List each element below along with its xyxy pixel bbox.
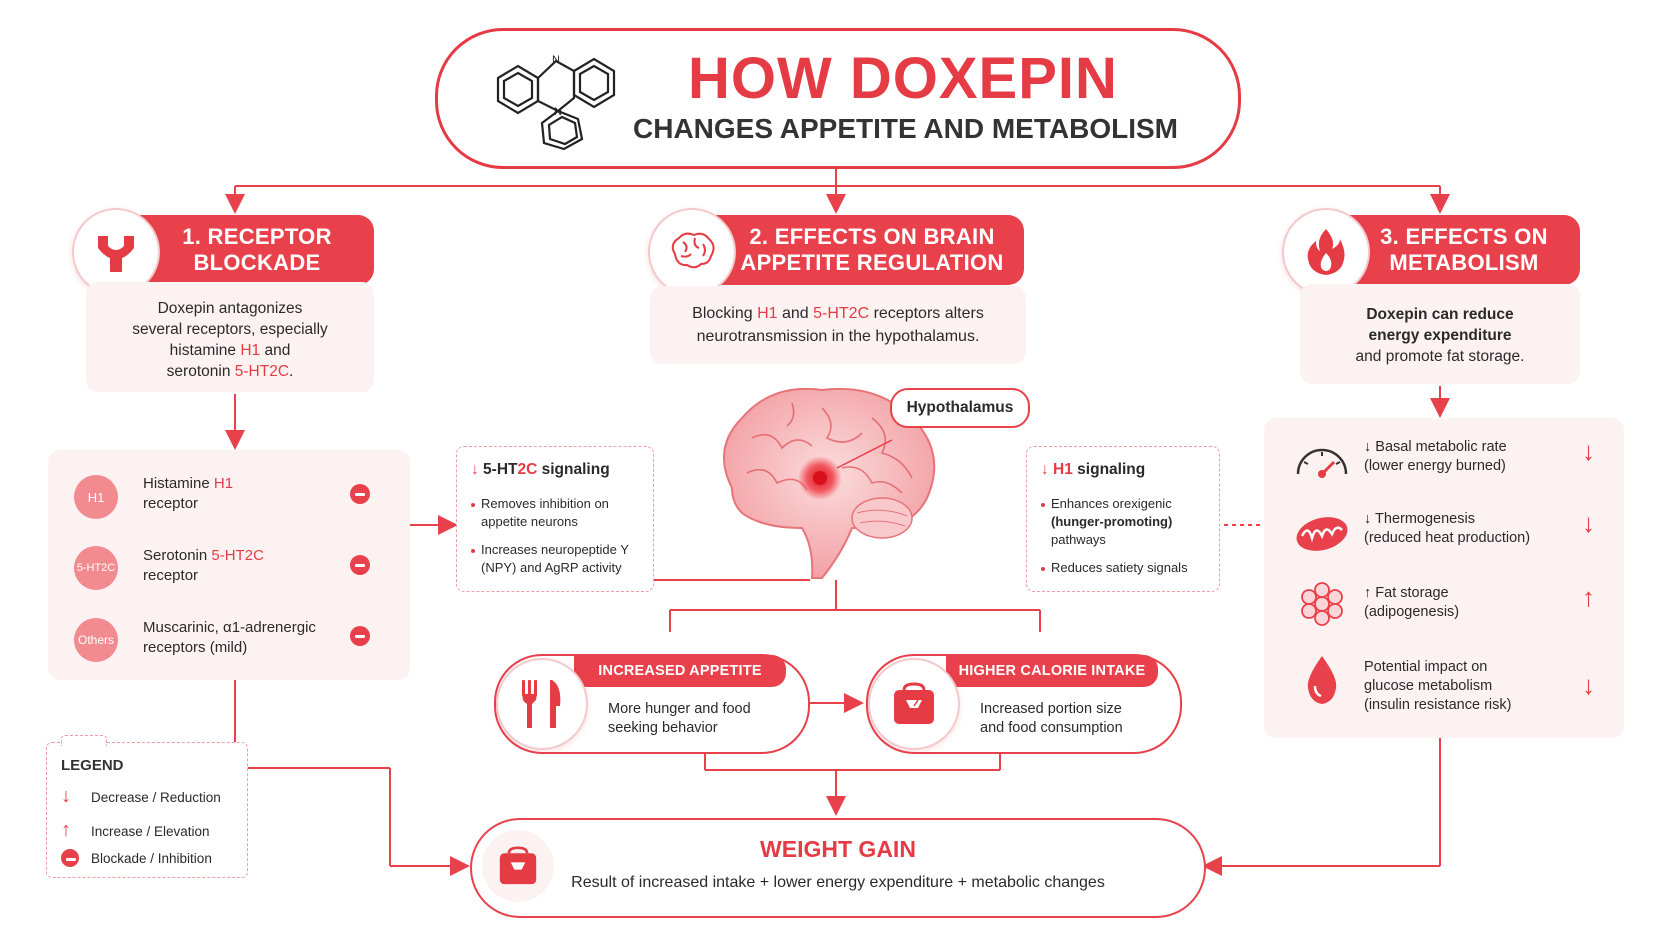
decrease-arrow-icon: ↓ (61, 785, 71, 807)
badge-5ht2c: 5-HT2C (74, 546, 118, 590)
decrease-arrow-icon: ↓ (1582, 670, 1595, 700)
metabolism-list-card: ↓ Basal metabolic rate(lower energy burn… (1264, 418, 1624, 738)
badge-others: Others (74, 618, 118, 662)
receptor-item-5ht2c: Serotonin 5-HT2C receptor (143, 547, 264, 584)
legend-tab (61, 735, 107, 746)
blockade-icon (350, 626, 370, 646)
svg-text:N: N (552, 54, 560, 66)
legend-item-increase: ↑Increase / Elevation (61, 819, 210, 841)
section-brain-icon-circle (648, 208, 736, 296)
hypothalamus-label: Hypothalamus (890, 388, 1030, 428)
ht2c-signaling-box: ↓ 5-HT2C signaling Removes inhibition on… (456, 446, 654, 592)
calorie-icon-circle (868, 658, 960, 750)
brain-outline-icon (671, 232, 715, 269)
receptor-item-h1: Histamine H1 receptor (143, 475, 234, 512)
title-banner: N N HOW DOXEPIN CHANGES APPETITE AND MET… (435, 28, 1241, 169)
metab-item-bmr: ↓ Basal metabolic rate(lower energy burn… (1364, 439, 1507, 474)
brain-description-card: Blocking H1 and 5-HT2C receptors alters … (650, 286, 1026, 364)
flame-icon (1307, 229, 1345, 275)
section-brain-header: 2. EFFECTS ON BRAIN APPETITE REGULATION (690, 215, 1024, 285)
scale-icon (499, 846, 537, 885)
h1-bullet-2: Reduces satiety signals (1041, 559, 1188, 577)
doxepin-molecule-icon: N N (496, 54, 616, 151)
legend-item-blockade: Blockade / Inhibition (61, 849, 212, 868)
appetite-icon-circle (496, 658, 588, 750)
receptor-list-card: H1 Histamine H1 receptor 5-HT2C Serotoni… (48, 450, 410, 680)
svg-text:N: N (554, 106, 562, 118)
weight-gain-box: WEIGHT GAIN Result of increased intake +… (470, 818, 1206, 918)
receptor-icon (98, 236, 134, 272)
fat-cells-icon (1301, 582, 1343, 626)
legend-title: LEGEND (61, 757, 124, 774)
weight-gain-title: WEIGHT GAIN (760, 836, 916, 862)
weight-gain-icon-circle (482, 830, 554, 902)
decrease-arrow-icon: ↓ (1582, 436, 1595, 466)
badge-h1: H1 (74, 475, 118, 519)
section-metabolism-icon-circle (1282, 208, 1370, 296)
h1-signaling-title: ↓ H1 signaling (1041, 461, 1146, 478)
higher-calorie-label: HIGHER CALORIE INTAKE (946, 655, 1158, 687)
mitochondria-icon (1296, 517, 1348, 551)
blockade-icon (350, 555, 370, 575)
blood-drop-icon (1307, 656, 1337, 704)
brain-illustration-icon (723, 387, 936, 579)
blockade-icon (61, 849, 91, 868)
legend-item-decrease: ↓Decrease / Reduction (61, 785, 221, 807)
h1-signaling-box: ↓ H1 signaling Enhances orexigenic (hung… (1026, 446, 1220, 592)
receptor-item-others: Muscarinic, α1-adrenergic receptors (mil… (143, 619, 316, 656)
ht2c-bullet-1: Removes inhibition on appetite neurons (471, 495, 609, 531)
decrease-arrow-icon: ↓ (1582, 508, 1595, 538)
increase-arrow-icon: ↑ (61, 819, 71, 841)
title-main: HOW DOXEPIN (688, 46, 1118, 111)
section-receptor-icon-circle (72, 208, 160, 296)
h1-bullet-1: Enhances orexigenic (hunger-promoting) p… (1041, 495, 1172, 549)
fork-knife-icon (522, 680, 561, 728)
blockade-icon (350, 484, 370, 504)
increased-appetite-label: INCREASED APPETITE (574, 655, 786, 687)
weight-gain-description: Result of increased intake + lower energ… (571, 874, 1105, 891)
ht2c-bullet-2: Increases neuropeptide Y (NPY) and AgRP … (471, 541, 629, 577)
scale-icon (894, 682, 934, 724)
gauge-icon (1296, 448, 1348, 478)
metab-item-fat-storage: ↑ Fat storage(adipogenesis) (1364, 585, 1460, 620)
metab-item-thermogenesis: ↓ Thermogenesis(reduced heat production) (1364, 511, 1531, 546)
title-subtitle: CHANGES APPETITE AND METABOLISM (633, 113, 1178, 144)
metabolism-description-card: Doxepin can reduce energy expenditure an… (1300, 284, 1580, 384)
ht2c-signaling-title: ↓ 5-HT2C signaling (471, 461, 610, 478)
increase-arrow-icon: ↑ (1582, 582, 1595, 612)
legend-box: LEGEND ↓Decrease / Reduction ↑Increase /… (46, 735, 248, 878)
receptor-description-card: Doxepin antagonizes several receptors, e… (86, 282, 374, 392)
